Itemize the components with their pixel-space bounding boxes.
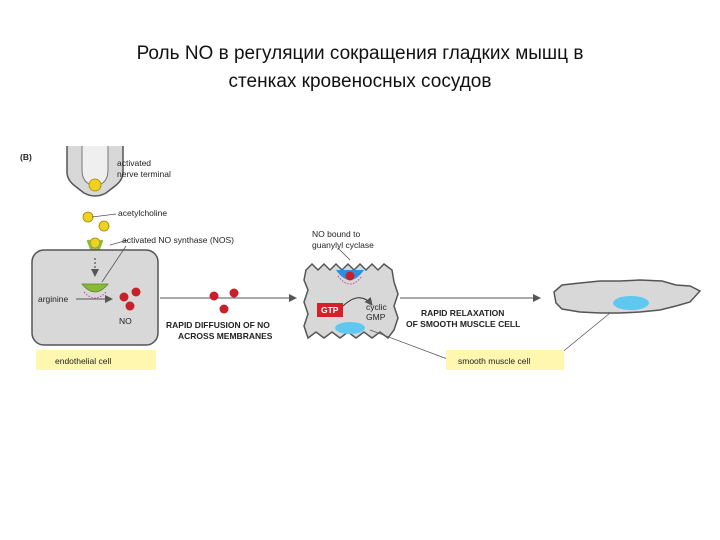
no-bound-label-2: guanylyl cyclase <box>312 240 374 250</box>
acetylcholine-molecule <box>82 211 94 223</box>
acetylcholine-vesicle <box>88 178 102 192</box>
nos-pointer-top <box>109 239 129 246</box>
gtp-box <box>317 303 343 317</box>
slide-title-line-1: Роль NO в регуляции сокращения гладких м… <box>136 43 584 64</box>
no-molecule <box>119 292 129 302</box>
relaxation-label-1: RAPID RELAXATION <box>421 308 504 318</box>
no-bound-label-1: NO bound to <box>312 229 360 239</box>
relaxed-cell-nucleus <box>613 296 649 310</box>
contracted-cell-nucleus <box>335 322 365 334</box>
no-synthase-active-site <box>83 291 107 299</box>
endothelial-cell-label-box <box>36 350 156 370</box>
no-molecule <box>131 287 141 297</box>
smooth-muscle-cell-label-box <box>446 350 564 370</box>
gtp-label: GTP <box>321 305 339 315</box>
cyclic-gmp-label-1: cyclic <box>366 302 388 312</box>
no-synthase-enzyme <box>81 283 109 293</box>
nerve-terminal-label-2: nerve terminal <box>117 169 171 179</box>
cyclic-gmp-label-2: GMP <box>366 312 386 322</box>
no-bound-pointer <box>337 247 351 261</box>
smooth-muscle-cell-label: smooth muscle cell <box>458 356 530 366</box>
smooth-muscle-pointer-right <box>559 312 611 355</box>
diffusion-label-1: RAPID DIFFUSION OF NO <box>166 320 270 330</box>
nos-label: activated NO synthase (NOS) <box>122 235 234 245</box>
nos-pointer <box>101 245 127 283</box>
relaxation-label-2: OF SMOOTH MUSCLE CELL <box>406 319 520 329</box>
diffusing-no-molecule <box>229 288 239 298</box>
no-label: NO <box>119 316 132 326</box>
diffusing-no-molecule <box>209 291 219 301</box>
acetylcholine-molecule <box>98 220 110 232</box>
arginine-label: arginine <box>38 294 69 304</box>
endothelial-cell-label: endothelial cell <box>55 356 111 366</box>
acetylcholine-label: acetylcholine <box>118 208 167 218</box>
nerve-terminal-label-1: activated <box>117 158 151 168</box>
slide-title: Роль NO в регуляции сокращения гладких м… <box>40 40 680 96</box>
no-molecule <box>125 301 135 311</box>
panel-label: (B) <box>20 152 32 162</box>
smooth-muscle-pointer-left <box>369 329 451 361</box>
slide-title-line-2: стенках кровеносных сосудов <box>228 71 492 92</box>
bound-no-molecule <box>345 271 355 281</box>
gtp-conversion-arrow <box>342 297 373 307</box>
acetylcholine-pointer <box>91 213 117 218</box>
diffusion-label-2: ACROSS MEMBRANES <box>178 331 273 341</box>
diffusing-no-molecule <box>219 304 229 314</box>
